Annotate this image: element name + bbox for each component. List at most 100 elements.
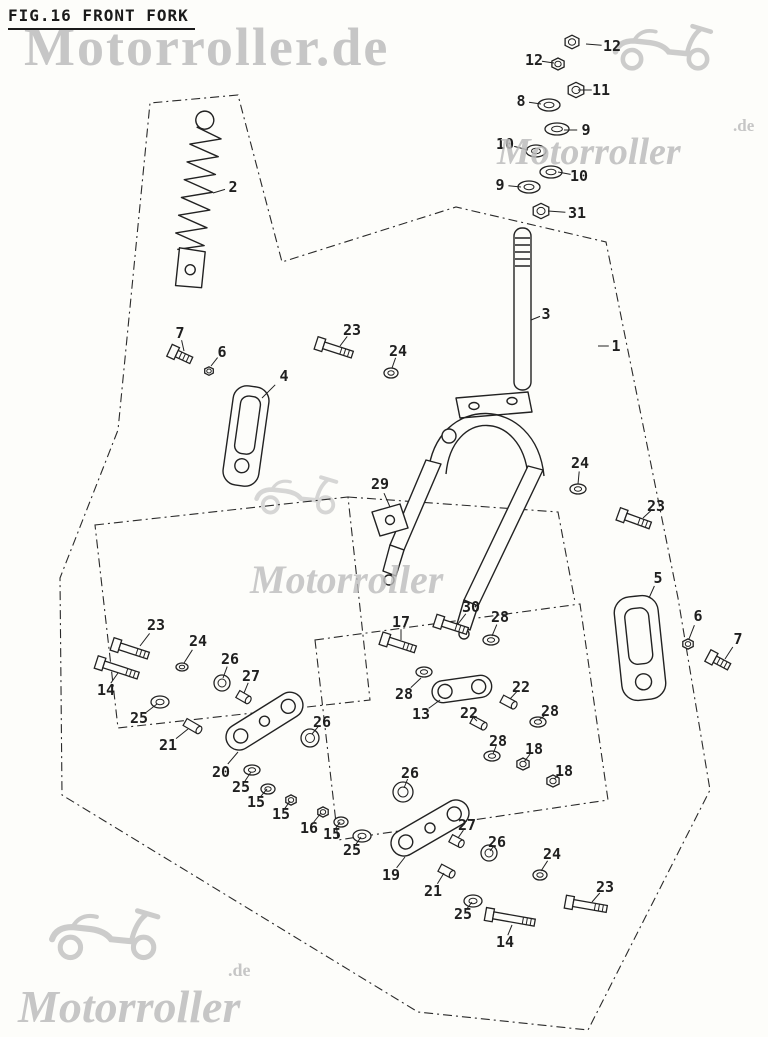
- spacer-graphic: [499, 694, 518, 710]
- part-number-label: 2: [228, 178, 237, 196]
- bolt-graphic: [703, 648, 732, 671]
- leader-line: [410, 677, 422, 688]
- link-arm-20-part: [225, 691, 304, 751]
- leader-line: [557, 171, 571, 175]
- part-number-label: 5: [653, 569, 662, 587]
- washer-graphic: [383, 367, 399, 379]
- part-number-label: 31: [568, 204, 586, 222]
- washer-graphic: [483, 750, 501, 762]
- washer-graphic: [463, 894, 483, 908]
- part-number-label: 27: [242, 667, 260, 685]
- part-number-label: 24: [389, 342, 407, 360]
- part-number-label: 22: [512, 678, 530, 696]
- bolt-graphic: [313, 335, 355, 359]
- spacer-graphic: [182, 717, 203, 735]
- leader-line: [339, 336, 348, 347]
- leader-line: [538, 714, 546, 721]
- leader-line: [540, 860, 549, 872]
- part-number-label: 26: [313, 713, 331, 731]
- leader-line: [243, 682, 249, 694]
- figure-title: FIG.16 FRONT FORK: [8, 6, 195, 30]
- leader-line: [396, 856, 406, 869]
- bolt-graphic: [93, 654, 141, 680]
- bolt-graphic: [563, 894, 609, 914]
- part-number-label: 23: [647, 497, 665, 515]
- part-number-label: 15: [247, 793, 265, 811]
- leader-line: [428, 699, 441, 709]
- part-number-label: 25: [130, 709, 148, 727]
- leader-line: [391, 357, 397, 369]
- part-number-label: 21: [159, 736, 177, 754]
- leader-line: [553, 773, 561, 780]
- bolt-graphic: [432, 613, 470, 636]
- bolt-graphic: [165, 343, 194, 365]
- washer-graphic: [525, 144, 547, 158]
- leader-line: [457, 613, 467, 625]
- leader-line: [648, 585, 655, 599]
- part-number-label: 20: [212, 763, 230, 781]
- washer-graphic: [352, 829, 372, 843]
- part-number-label: 28: [489, 732, 507, 750]
- leader-line: [261, 384, 276, 399]
- part-number-label: 17: [392, 613, 410, 631]
- part-number-label: 28: [541, 702, 559, 720]
- part-number-label: 23: [343, 321, 361, 339]
- part-number-label: 27: [458, 816, 476, 834]
- part-number-label: 4: [279, 367, 288, 385]
- part-number-label: 3: [541, 305, 550, 323]
- leader-line: [642, 510, 652, 519]
- nut-graphic: [551, 57, 565, 71]
- bushing-graphic: [213, 674, 231, 692]
- part-number-label: 9: [495, 176, 504, 194]
- left-mount-bracket-part: [222, 385, 270, 487]
- part-number-label: 26: [488, 833, 506, 851]
- part-number-label: 19: [382, 866, 400, 884]
- part-number-label: 23: [596, 878, 614, 896]
- leader-line: [591, 892, 601, 903]
- spacer-graphic: [437, 863, 456, 879]
- nut-graphic: [532, 202, 550, 220]
- bushing-graphic: [392, 781, 414, 803]
- leader-line: [222, 666, 228, 679]
- spacer-graphic: [448, 833, 465, 849]
- part-number-label: 29: [371, 475, 389, 493]
- leader-line: [260, 788, 268, 798]
- leader-line: [436, 872, 445, 885]
- leader-line: [491, 624, 498, 637]
- nut-graphic: [516, 757, 530, 771]
- leader-line: [403, 778, 409, 789]
- part-number-label: 18: [525, 740, 543, 758]
- part-number-label: 10: [570, 167, 588, 185]
- leader-line: [528, 101, 542, 105]
- leader-line: [244, 771, 252, 782]
- scooter-logo-icon: [257, 477, 337, 512]
- link-arm-13-part: [431, 674, 493, 704]
- part-number-label: 23: [147, 616, 165, 634]
- part-number-label: 14: [496, 933, 514, 951]
- nut-graphic: [285, 794, 297, 806]
- part-number-label: 24: [571, 454, 589, 472]
- leader-line: [212, 188, 226, 194]
- bolt-graphic: [615, 506, 653, 530]
- washer-graphic: [569, 483, 587, 495]
- part-number-label: 25: [232, 778, 250, 796]
- spacer-graphic: [234, 689, 252, 705]
- part-number-label: 24: [543, 845, 561, 863]
- fork-assembly-part: [371, 227, 545, 640]
- part-number-label: 1: [611, 337, 620, 355]
- spacer-graphic: [469, 715, 488, 731]
- part-number-label: 22: [460, 704, 478, 722]
- leader-line: [227, 751, 239, 765]
- link-arm-19-part: [390, 799, 470, 857]
- part-number-label: 10: [496, 135, 514, 153]
- part-number-label: 6: [693, 607, 702, 625]
- washer-graphic: [544, 122, 570, 136]
- part-number-label: 18: [555, 762, 573, 780]
- part-number-label: 25: [454, 905, 472, 923]
- shock-absorber-spring-part: [174, 110, 222, 289]
- leader-line: [541, 60, 555, 64]
- leader-line: [466, 901, 473, 910]
- nut-graphic: [564, 34, 580, 50]
